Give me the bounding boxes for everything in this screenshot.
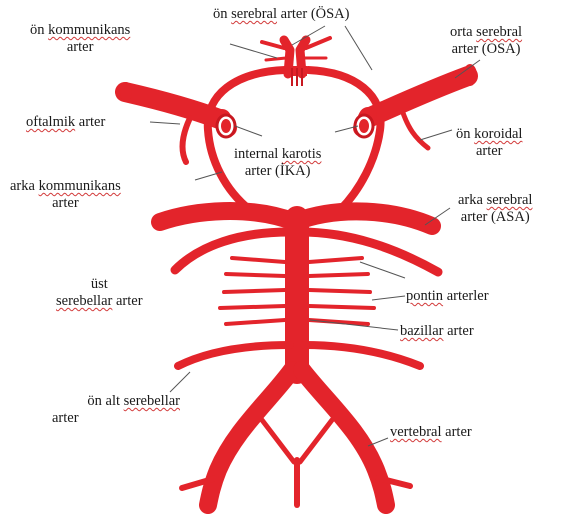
arka-serebral-left — [160, 211, 295, 222]
orta-serebral-left — [125, 92, 222, 120]
spinal-right — [300, 420, 332, 462]
vertebral-left — [208, 370, 292, 505]
label-word: arter — [116, 293, 143, 309]
label-word: arka — [10, 178, 35, 194]
label-word: kommunikans — [48, 22, 130, 38]
label-internal-karotis: internal karotis arter (İKA) — [234, 146, 321, 180]
label-word: serebral — [231, 6, 277, 22]
label-word: orta — [450, 24, 473, 40]
willis-ring-right — [308, 70, 381, 210]
label-word: arter — [52, 410, 79, 426]
label-bazillar: bazillar arter — [400, 323, 474, 340]
label-pontin: pontin arterler — [406, 288, 489, 305]
label-word: üst — [91, 276, 108, 292]
on-koroidal-right — [402, 110, 428, 148]
label-word: ön — [456, 126, 471, 142]
pontin-r4 — [309, 306, 374, 308]
label-word: karotis — [282, 146, 321, 162]
on-alt-serebellar-left — [178, 345, 290, 366]
label-on-kommunikans: ön kommunikans arter — [30, 22, 130, 56]
label-word: ön — [213, 6, 228, 22]
pontin-r3 — [309, 290, 370, 292]
leader-on-alt-serebellar — [170, 372, 190, 392]
label-word: kommunikans — [39, 178, 121, 194]
label-word: bazillar — [400, 323, 443, 339]
label-on-alt-serebellar: ön alt serebellar arter — [30, 393, 180, 427]
label-word: arka — [458, 192, 483, 208]
oftalmik-left — [183, 118, 190, 162]
label-word: arter — [67, 39, 94, 55]
label-arka-kommunikans: arka kommunikans arter — [10, 178, 121, 212]
leader-oftalmik — [150, 122, 180, 124]
orta-serebral-right — [368, 76, 468, 118]
pontin-r2 — [309, 274, 368, 276]
leader-pontin-b — [372, 296, 405, 300]
label-word: internal — [234, 146, 278, 162]
spinal-left — [262, 420, 294, 462]
pontin-l5 — [226, 320, 285, 324]
on-kommunikans-vessel — [287, 66, 307, 86]
label-word: arterler — [447, 288, 489, 304]
pontin-l4 — [220, 306, 285, 308]
pontin-l2 — [226, 274, 285, 276]
leader-on-serebral-b — [345, 26, 372, 70]
label-word: arter (ASA) — [461, 209, 530, 225]
label-on-serebral: ön serebral arter (ÖSA) — [213, 6, 350, 23]
label-word: serebellar — [124, 393, 180, 409]
pontin-l3 — [224, 290, 285, 292]
end-osa-left — [120, 82, 132, 102]
label-word: pontin — [406, 288, 443, 304]
label-word: serebral — [476, 24, 522, 40]
label-word: ön — [30, 22, 45, 38]
label-word: arter — [476, 143, 503, 159]
label-word: arter (İKA) — [245, 163, 311, 179]
on-serebral-branch-l2 — [266, 58, 286, 60]
label-oftalmik: oftalmik arter — [26, 114, 105, 131]
leader-on-koroidal — [420, 130, 452, 140]
label-word: serebellar — [56, 293, 112, 309]
label-ust-serebellar: üst serebellar arter — [56, 276, 143, 310]
lumen-ika-right — [359, 119, 369, 133]
label-on-koroidal: ön koroidal arter — [456, 126, 522, 160]
lumen-ika-left — [221, 119, 231, 133]
label-word: arter — [445, 424, 472, 440]
label-word: serebral — [487, 192, 533, 208]
willis-ring-left — [208, 70, 285, 210]
leader-ika-left — [235, 126, 262, 136]
label-word: oftalmik — [26, 114, 75, 130]
label-word: arter (ÖSA) — [281, 6, 350, 22]
label-vertebral: vertebral arter — [390, 424, 472, 441]
ust-serebellar-right — [300, 232, 438, 272]
label-word: arter — [52, 195, 79, 211]
pontin-r1 — [309, 258, 362, 262]
label-word: arter — [447, 323, 474, 339]
label-word: vertebral — [390, 424, 442, 440]
vertebral-right — [302, 370, 386, 505]
on-alt-serebellar-right — [304, 345, 420, 366]
ust-serebellar-left — [175, 232, 290, 270]
pontin-l1 — [232, 258, 285, 262]
label-word: koroidal — [474, 126, 522, 142]
label-word: arter (OSA) — [452, 41, 521, 57]
label-word: ön alt — [87, 393, 120, 409]
label-arka-serebral: arka serebral arter (ASA) — [458, 192, 532, 226]
label-word: arter — [79, 114, 106, 130]
arka-serebral-right — [295, 211, 432, 226]
label-orta-serebral: orta serebral arter (OSA) — [450, 24, 522, 58]
